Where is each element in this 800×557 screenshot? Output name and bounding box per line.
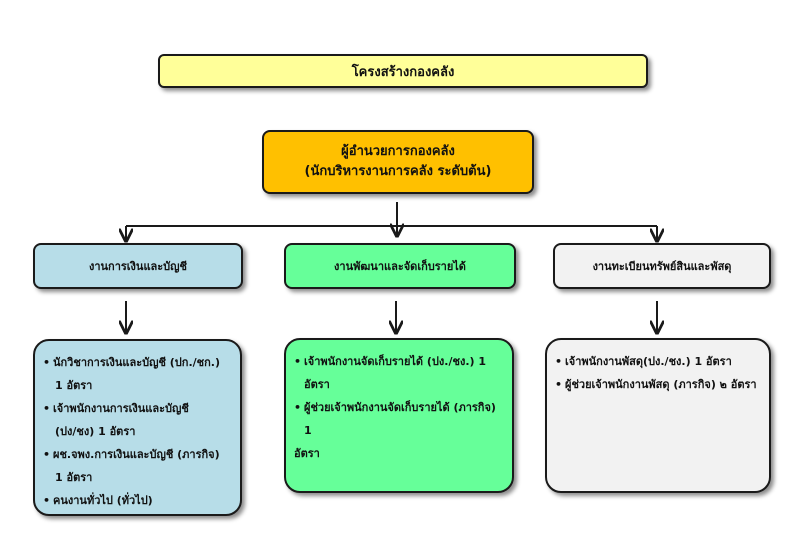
staff-item: เจ้าพนักงานพัสดุ(ปง./ชง.) 1 อัตรา [555, 350, 761, 373]
department-assets-box: งานทะเบียนทรัพย์สินและพัสดุ [553, 243, 771, 289]
department-revenue-label: งานพัฒนาและจัดเก็บรายได้ [334, 260, 466, 273]
staff-item: ผู้ช่วยเจ้าพนักงานพัสดุ (ภารกิจ) ๒ อัตรา [555, 373, 761, 396]
staff-item: ผช.จพง.การเงินและบัญชี (ภารกิจ) 1 อัตรา [43, 443, 232, 489]
staff-item: นักวิชาการเงินและบัญชี (ปก./ชก.) 1 อัตรา [43, 351, 232, 397]
director-title: ผู้อำนวยการกองคลัง [341, 144, 455, 159]
department-revenue-box: งานพัฒนาและจัดเก็บรายได้ [284, 243, 516, 289]
staff-revenue-box: เจ้าพนักงานจัดเก็บรายได้ (ปง./ชง.) 1 อัต… [284, 338, 514, 493]
department-finance-box: งานการเงินและบัญชี [33, 243, 243, 289]
staff-revenue-list: เจ้าพนักงานจัดเก็บรายได้ (ปง./ชง.) 1 อัต… [294, 350, 504, 465]
department-assets-label: งานทะเบียนทรัพย์สินและพัสดุ [592, 260, 732, 273]
staff-finance-list: นักวิชาการเงินและบัญชี (ปก./ชก.) 1 อัตรา… [43, 351, 232, 512]
department-finance-label: งานการเงินและบัญชี [88, 260, 188, 273]
staff-item: เจ้าพนักงานการเงินและบัญชี (ปง/ชง) 1 อัต… [43, 397, 232, 443]
director-box: ผู้อำนวยการกองคลัง (นักบริหารงานการคลัง … [262, 130, 534, 194]
chart-title-box: โครงสร้างกองคลัง [158, 54, 648, 88]
chart-title: โครงสร้างกองคลัง [351, 64, 455, 80]
staff-item: เจ้าพนักงานจัดเก็บรายได้ (ปง./ชง.) 1 อัต… [294, 350, 504, 396]
staff-finance-box: นักวิชาการเงินและบัญชี (ปก./ชก.) 1 อัตรา… [33, 339, 242, 516]
staff-item: ผู้ช่วยเจ้าพนักงานจัดเก็บรายได้ (ภารกิจ)… [294, 396, 504, 465]
director-position: (นักบริหารงานการคลัง ระดับต้น) [304, 164, 492, 179]
staff-assets-list: เจ้าพนักงานพัสดุ(ปง./ชง.) 1 อัตรา ผู้ช่ว… [555, 350, 761, 396]
staff-item: คนงานทั่วไป (ทั่วไป) [43, 489, 232, 512]
staff-assets-box: เจ้าพนักงานพัสดุ(ปง./ชง.) 1 อัตรา ผู้ช่ว… [545, 338, 771, 493]
